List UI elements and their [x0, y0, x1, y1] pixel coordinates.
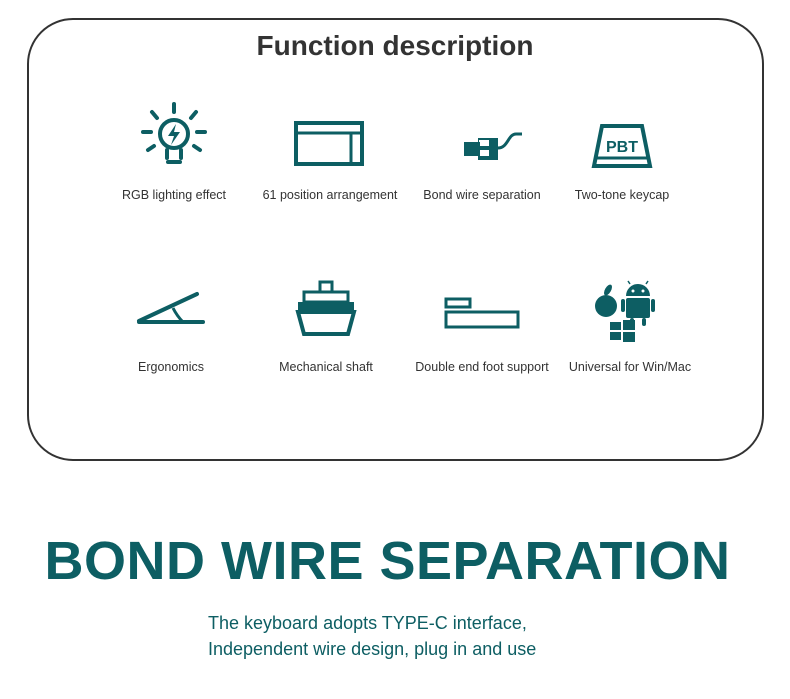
feature-label: Universal for Win/Mac	[568, 360, 692, 374]
apple-icon	[595, 284, 617, 317]
headline: BOND WIRE SEPARATION	[44, 531, 731, 591]
description: The keyboard adopts TYPE-C interface, In…	[208, 610, 536, 662]
keyboard-layout-icon	[294, 121, 364, 166]
feature-label: Double end foot support	[415, 360, 549, 374]
keycap-text: PBT	[606, 139, 638, 156]
android-icon	[621, 280, 655, 326]
foot-support-icon	[444, 297, 520, 329]
feature-label: Ergonomics	[138, 360, 204, 374]
feature-label: RGB lighting effect	[122, 188, 226, 202]
pbt-keycap-icon: PBT	[591, 124, 653, 168]
description-line-1: The keyboard adopts TYPE-C interface,	[208, 613, 527, 633]
incline-stand-icon	[137, 292, 205, 324]
description-line-2: Independent wire design, plug in and use	[208, 639, 537, 659]
light-bulb-icon	[141, 102, 207, 164]
feature-label: 61 position arrangement	[262, 188, 398, 202]
os-compatibility-icon	[595, 280, 655, 342]
mechanical-switch-icon	[295, 280, 357, 336]
windows-icon	[610, 320, 635, 342]
usb-cable-icon	[464, 132, 522, 160]
feature-label: Bond wire separation	[423, 188, 541, 202]
card-title: Function description	[256, 30, 534, 61]
feature-label: Two-tone keycap	[574, 188, 670, 202]
function-card	[27, 18, 764, 461]
feature-label: Mechanical shaft	[279, 360, 373, 374]
